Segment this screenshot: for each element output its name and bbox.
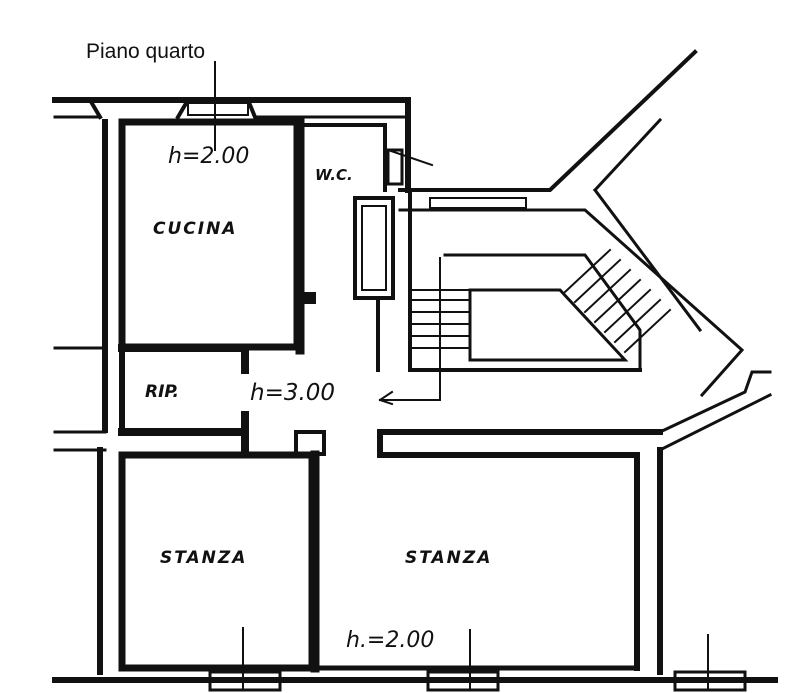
room-left-label: STANZA (160, 548, 247, 568)
room-right-height: h.=2.00 (346, 628, 434, 653)
storage-walls (118, 344, 249, 454)
floor-title: Piano quarto (86, 40, 206, 63)
kitchen-height: h=2.00 (168, 144, 249, 169)
room-right-label: STANZA (405, 548, 492, 568)
room-walls (118, 430, 640, 673)
staircase (378, 49, 745, 406)
top-wall (52, 97, 411, 193)
kitchen-label: CUCINA (153, 219, 237, 239)
bottom-wall (52, 627, 778, 692)
corridor-walls (377, 370, 773, 675)
left-wall (53, 119, 108, 675)
wc-walls (302, 123, 434, 372)
storage-label: RIP. (145, 382, 179, 402)
wc-label: W.C. (315, 166, 353, 184)
hall-height: h=3.00 (250, 380, 335, 406)
